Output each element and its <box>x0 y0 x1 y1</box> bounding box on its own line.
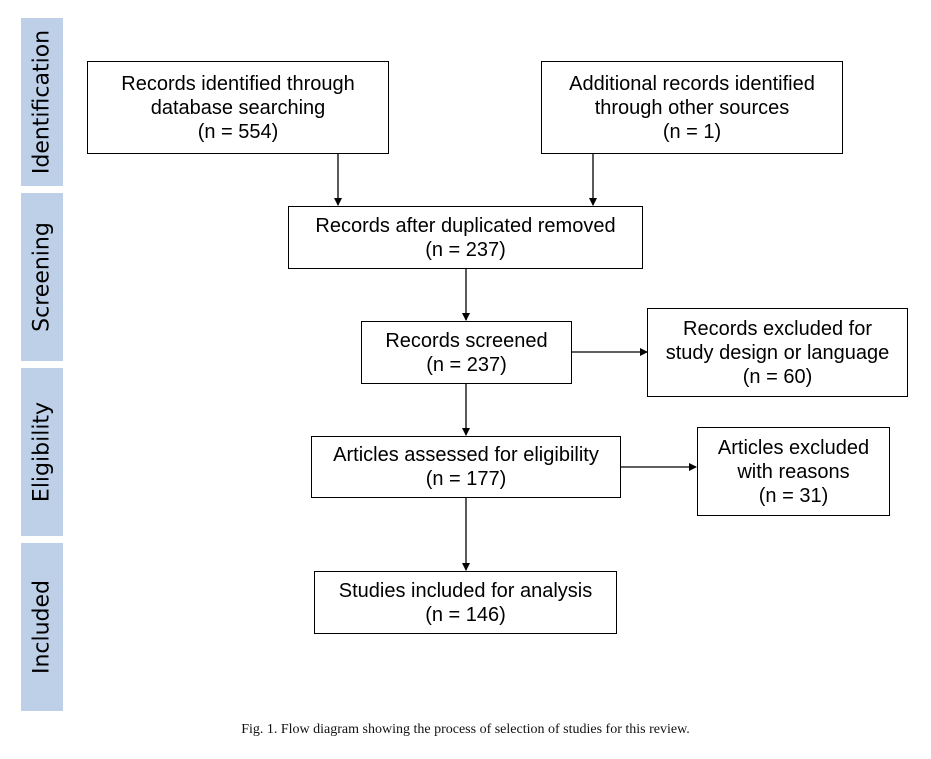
box-screened-count: (n = 237) <box>426 353 507 376</box>
box-eligibility-assessed: Articles assessed for eligibility (n = 1… <box>311 436 621 498</box>
box-dedup-count: (n = 237) <box>425 238 506 261</box>
box-eligibility-line1: Articles assessed for eligibility <box>333 444 599 466</box>
box-excl-elig-line2: with reasons <box>737 460 850 483</box>
box-screened-line1: Records screened <box>385 329 548 352</box>
phase-included: Included <box>21 543 63 711</box>
phase-eligibility: Eligibility <box>21 368 63 536</box>
box-eligibility-count: (n = 177) <box>425 468 507 490</box>
figure-caption: Fig. 1. Flow diagram showing the process… <box>241 722 690 737</box>
box-studies-included: Studies included for analysis (n = 146) <box>314 571 617 634</box>
box-database-line2: database searching <box>150 96 326 119</box>
box-included-line1: Studies included for analysis <box>338 579 593 602</box>
box-other-count: (n = 1) <box>662 120 722 143</box>
box-other-line2: through other sources <box>594 96 790 119</box>
box-database-records: Records identified through database sear… <box>87 61 389 154</box>
box-excluded-screening: Records excluded for study design or lan… <box>647 308 908 397</box>
box-excl-screen-count: (n = 60) <box>742 365 813 388</box>
box-excl-elig-count: (n = 31) <box>758 484 829 507</box>
box-records-screened: Records screened (n = 237) <box>361 321 572 384</box>
box-excl-elig-line1: Articles excluded <box>717 436 870 459</box>
phase-screening: Screening <box>21 193 63 361</box>
box-excl-screen-line1: Records excluded for <box>683 317 872 340</box>
box-duplicates-removed: Records after duplicated removed (n = 23… <box>288 206 643 269</box>
box-excluded-eligibility: Articles excluded with reasons (n = 31) <box>697 427 890 516</box>
box-included-count: (n = 146) <box>425 603 506 626</box>
box-other-sources: Additional records identified through ot… <box>541 61 843 154</box>
box-dedup-line1: Records after duplicated removed <box>315 214 616 237</box>
box-database-count: (n = 554) <box>197 120 279 143</box>
box-other-line1: Additional records identified <box>569 72 815 95</box>
phase-identification: Identification <box>21 18 63 186</box>
box-database-line1: Records identified through <box>121 72 355 95</box>
box-excl-screen-line2: study design or language <box>665 341 890 364</box>
